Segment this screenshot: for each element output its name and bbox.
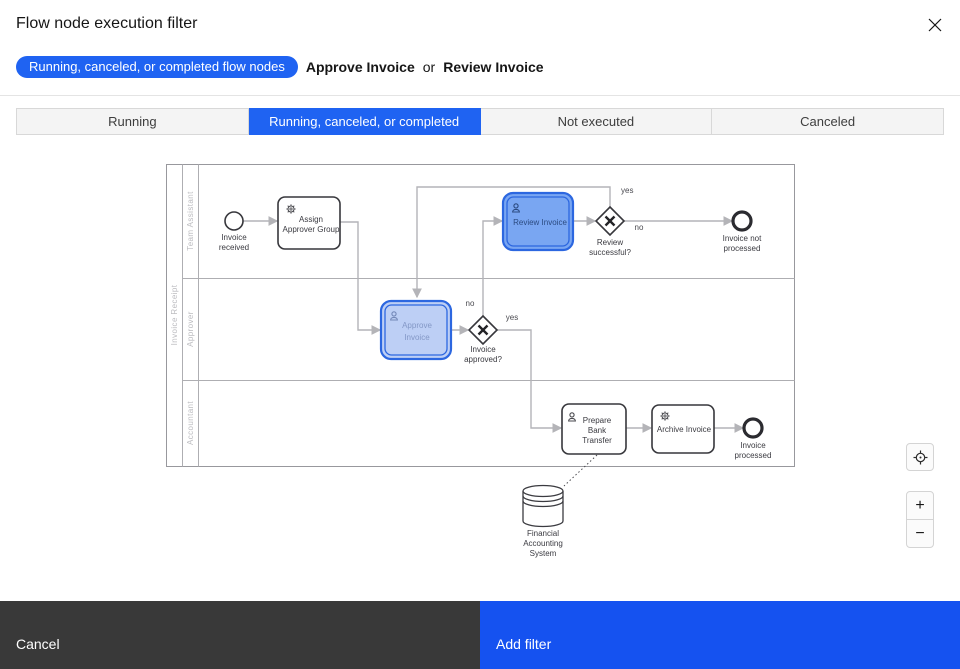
reset-viewport-button[interactable] <box>906 443 934 471</box>
conjunction-text: or <box>422 59 436 75</box>
close-button[interactable] <box>920 10 950 40</box>
lane-label-team-assistant: Team Assistant <box>186 191 195 251</box>
filter-state-pill: Running, canceled, or completed flow nod… <box>16 56 298 78</box>
task-prepare-label-1: Prepare <box>583 416 612 425</box>
task-assign-label-1: Assign <box>299 215 323 224</box>
gateway-review-label-1: Review <box>597 238 623 247</box>
task-prepare-bank-transfer[interactable]: Prepare Bank Transfer <box>561 403 627 455</box>
datastore-label-2: Accounting <box>523 539 563 548</box>
start-event-label-1: Invoice <box>221 233 247 242</box>
lane-label-accountant: Accountant <box>186 401 195 445</box>
task-assign-label-2: Approver Group <box>283 225 340 234</box>
start-event-label-2: received <box>219 243 249 252</box>
zoom-controls: + − <box>906 491 934 548</box>
datastore-financial-accounting-system[interactable] <box>522 484 564 528</box>
end-processed-label-1: Invoice <box>740 441 766 450</box>
zoom-out-button[interactable]: − <box>907 520 933 547</box>
lane-label-approver: Approver <box>186 311 195 347</box>
end-not-processed-label-2: processed <box>724 244 761 253</box>
edge-label-no-approved: no <box>466 299 475 308</box>
crosshair-icon <box>913 450 927 464</box>
end-event-invoice-not-processed[interactable]: Invoice not processed <box>723 210 762 253</box>
edge-label-yes-review: yes <box>621 186 633 195</box>
gateway-review-label-2: successful? <box>589 248 631 257</box>
start-event-invoice-received[interactable]: Invoice received <box>219 211 249 252</box>
selected-node-approve-invoice: Approve Invoice <box>305 59 415 75</box>
task-approve-label-2: Invoice <box>404 333 430 342</box>
header-divider <box>0 95 960 96</box>
gateway-review-successful[interactable]: Review successful? <box>589 205 631 257</box>
cancel-button[interactable]: Cancel <box>0 601 480 669</box>
task-review-invoice-selected[interactable]: Review Invoice <box>501 191 575 252</box>
gateway-approved-label-1: Invoice <box>470 345 496 354</box>
task-review-label: Review Invoice <box>513 218 567 227</box>
tab-running[interactable]: Running <box>16 108 249 135</box>
tab-canceled[interactable]: Canceled <box>712 108 944 135</box>
execution-state-tabs: Running Running, canceled, or completed … <box>16 108 944 135</box>
tab-running-canceled-completed[interactable]: Running, canceled, or completed <box>248 108 481 135</box>
zoom-in-button[interactable]: + <box>907 492 933 520</box>
sequence-flows <box>243 186 745 433</box>
task-approve-invoice-selected[interactable]: Approve Invoice <box>379 299 453 361</box>
task-archive-invoice[interactable]: Archive Invoice <box>651 404 715 454</box>
modal-title: Flow node execution filter <box>16 15 198 32</box>
add-filter-button[interactable]: Add filter <box>480 601 960 669</box>
task-archive-label: Archive Invoice <box>657 425 712 434</box>
filter-summary: Running, canceled, or completed flow nod… <box>16 56 544 78</box>
task-prepare-label-2: Bank <box>588 426 607 435</box>
modal-footer: Cancel Add filter <box>0 601 960 669</box>
gateway-invoice-approved[interactable]: Invoice approved? <box>464 314 502 364</box>
end-processed-label-2: processed <box>735 451 772 460</box>
close-icon <box>928 18 942 32</box>
end-event-invoice-processed[interactable]: Invoice processed <box>735 417 772 460</box>
task-prepare-label-3: Transfer <box>582 436 612 445</box>
tab-not-executed[interactable]: Not executed <box>480 108 713 135</box>
edge-label-yes-approved: yes <box>506 313 518 322</box>
gateway-approved-label-2: approved? <box>464 355 502 364</box>
pool-invoice-receipt <box>166 164 795 467</box>
datastore-label-1: Financial <box>527 529 559 538</box>
edge-label-no-review: no <box>635 223 644 232</box>
task-approve-label-1: Approve <box>402 321 432 330</box>
datastore-label-3: System <box>530 549 557 558</box>
end-not-processed-label-1: Invoice not <box>723 234 762 243</box>
task-assign-approver-group[interactable]: Assign Approver Group <box>277 196 341 250</box>
selected-node-review-invoice: Review Invoice <box>443 59 544 75</box>
pool-label: Invoice Receipt <box>170 284 179 345</box>
